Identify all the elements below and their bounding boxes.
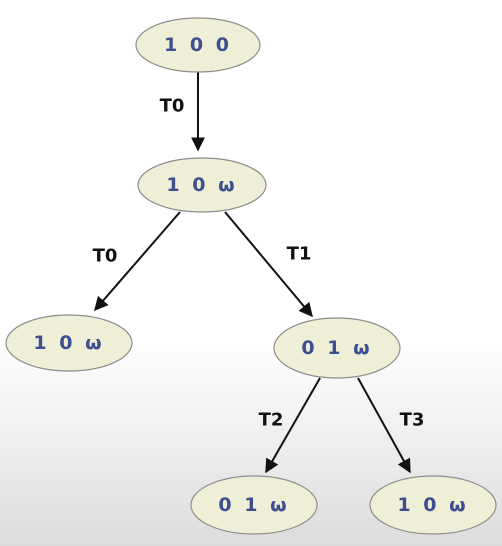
tree-node-n1: 1 0 ω (137, 157, 267, 213)
edge-labels: T0 T0 T1 T2 T3 (93, 96, 425, 431)
edge-label-n3-n5: T3 (400, 410, 425, 431)
tree-node-n2: 1 0 ω (5, 314, 133, 372)
edge-n1-n2 (94, 211, 181, 312)
node-label-n5: 1 0 ω (397, 494, 468, 516)
edge-n1-n3 (224, 211, 313, 318)
tree-node-n4: 0 1 ω (190, 475, 318, 535)
node-label-root: 1 0 0 (164, 34, 232, 56)
tree-node-n5: 1 0 ω (369, 475, 497, 535)
edge-label-root-n1: T0 (160, 96, 185, 117)
tree-node-root: 1 0 0 (135, 17, 261, 73)
edge-n3-n5 (357, 377, 411, 474)
node-label-n1: 1 0 ω (166, 174, 237, 196)
node-label-n4: 0 1 ω (218, 494, 289, 516)
node-label-n2: 1 0 ω (33, 332, 104, 354)
edge-label-n1-n2: T0 (93, 246, 118, 267)
edge-label-n3-n4: T2 (259, 410, 284, 431)
edge-label-n1-n3: T1 (287, 244, 312, 265)
edge-n3-n4 (265, 377, 321, 474)
tree-node-n3: 0 1 ω (273, 317, 401, 379)
node-label-n3: 0 1 ω (301, 337, 372, 359)
edges (94, 72, 411, 474)
